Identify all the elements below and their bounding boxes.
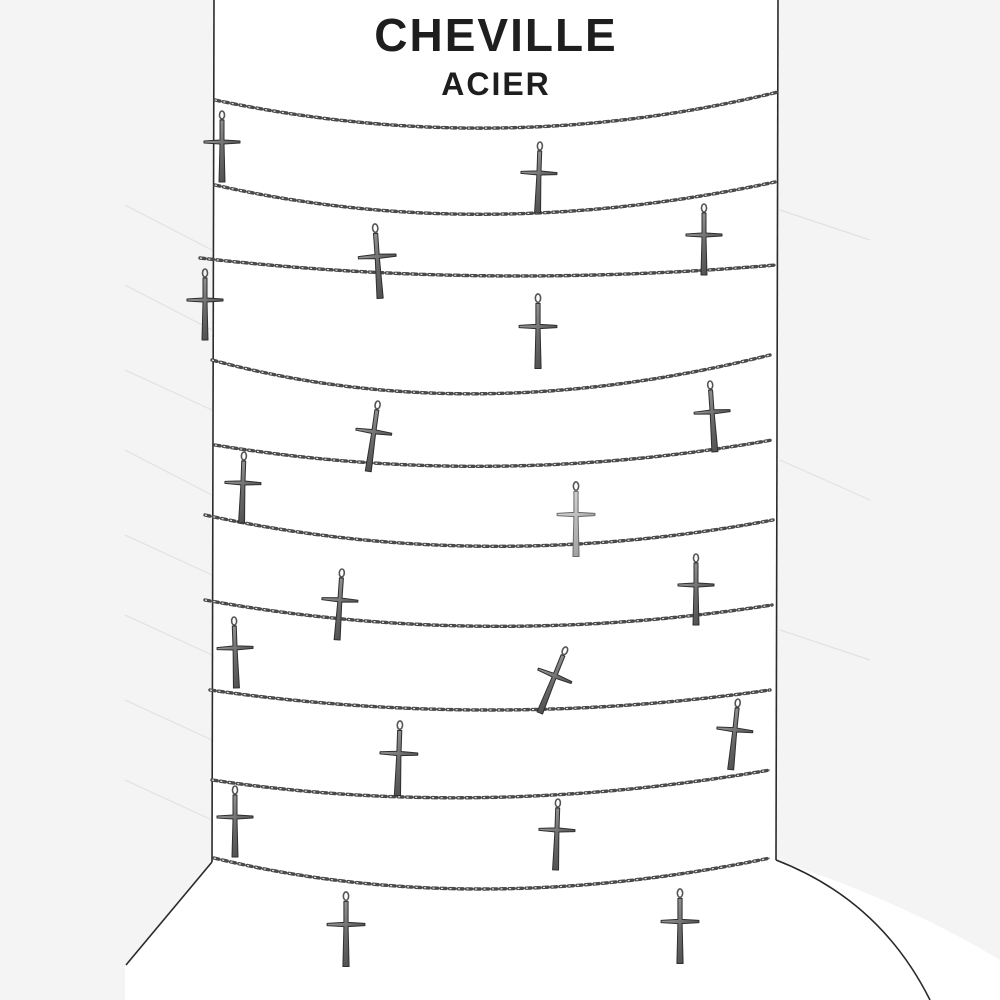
cross-charms (186, 110, 754, 967)
chain (213, 438, 774, 468)
cross-icon (216, 616, 254, 689)
cross-icon (536, 646, 573, 715)
cross-icon (677, 553, 715, 626)
card-title: CHEVILLE (374, 9, 618, 61)
chain (210, 768, 772, 800)
chain (203, 598, 774, 628)
cross-icon (186, 268, 224, 341)
chain (213, 180, 777, 216)
cross-icon (660, 888, 700, 964)
cross-icon (216, 785, 254, 858)
cross-icon (379, 720, 419, 797)
chain (203, 513, 775, 548)
cross-icon (326, 891, 366, 967)
cross-icon (520, 141, 558, 214)
cross-icon (518, 293, 558, 369)
cross-icon (224, 451, 262, 524)
cross-icon (556, 481, 596, 557)
display-card (125, 0, 1000, 1000)
background-reflections (124, 204, 871, 821)
anklet-chains (198, 90, 780, 891)
cross-icon (538, 798, 576, 871)
cross-icon (357, 223, 397, 300)
cross-icon (716, 698, 754, 771)
chain (208, 688, 772, 712)
card-subtitle: ACIER (441, 66, 551, 102)
chain (213, 90, 780, 130)
cross-icon (685, 203, 723, 276)
chain (210, 353, 772, 396)
chain (198, 256, 778, 278)
cross-icon (321, 568, 359, 641)
cross-icon (693, 380, 731, 453)
cross-icon (203, 110, 241, 183)
chain (212, 856, 772, 891)
cross-icon (355, 400, 393, 473)
